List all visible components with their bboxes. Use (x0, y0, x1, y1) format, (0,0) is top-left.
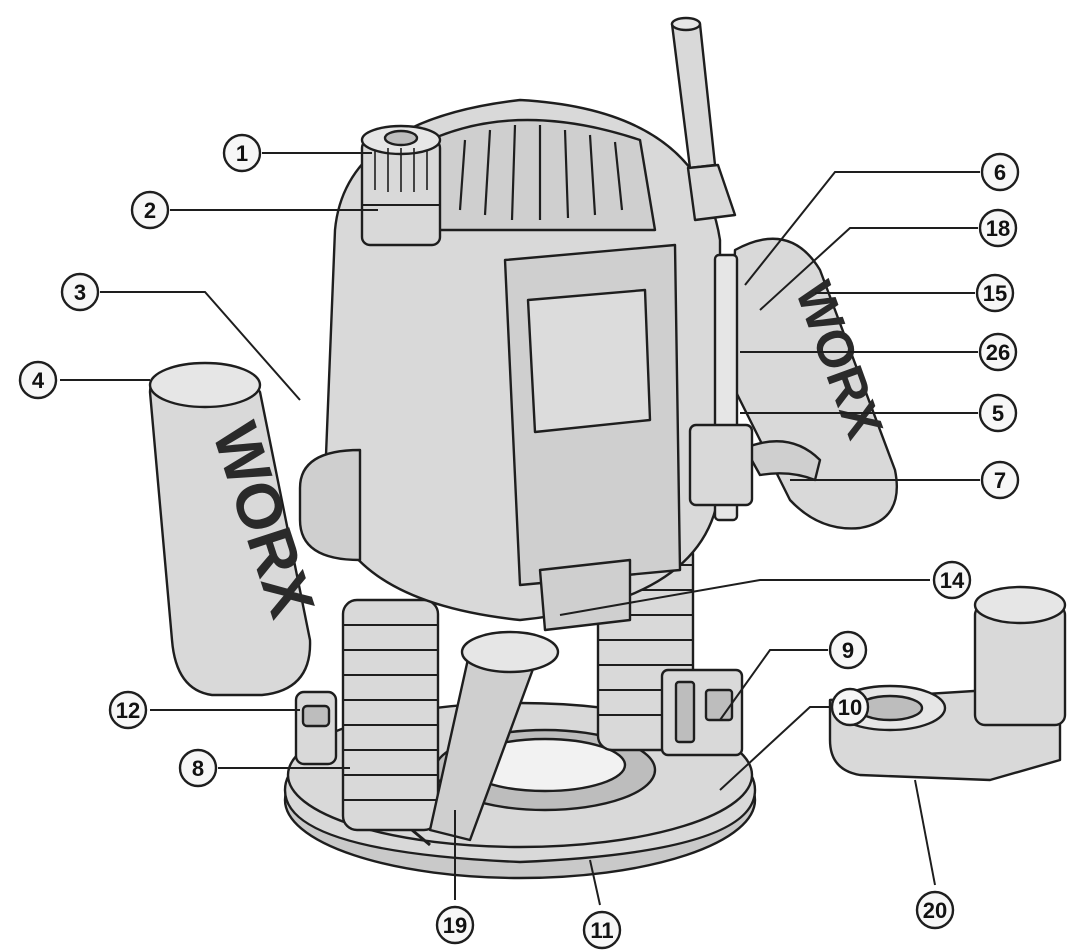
callout-4: 4 (18, 360, 58, 400)
callout-label: 4 (32, 368, 45, 393)
callout-circle (975, 273, 1015, 313)
callout-label: 10 (838, 695, 862, 720)
callout-label: 8 (192, 756, 204, 781)
depth-stop-turret (660, 668, 744, 757)
callout-8: 8 (178, 748, 218, 788)
callout-label: 18 (986, 216, 1010, 241)
callout-3: 3 (60, 272, 100, 312)
callout-label: 11 (590, 918, 613, 943)
callout-circle (828, 630, 868, 670)
callout-circle (108, 690, 148, 730)
column-spring-left (341, 598, 440, 832)
router-illustration: WORX WORX (148, 16, 1067, 880)
depth-knob (360, 124, 442, 247)
callout-label: 7 (994, 468, 1006, 493)
depth-rod (688, 253, 754, 522)
callout-circle (582, 910, 622, 950)
callout-label: 26 (986, 340, 1010, 365)
callout-label: 9 (842, 638, 854, 663)
callout-circle (978, 332, 1018, 372)
callout-10: 10 (830, 687, 870, 727)
callout-label: 14 (940, 568, 965, 593)
callout-label: 20 (923, 898, 947, 923)
callout-26: 26 (978, 332, 1018, 372)
leader-lines (60, 152, 980, 906)
callout-circle (978, 393, 1018, 433)
callout-20: 20 (915, 890, 955, 930)
callout-circle (18, 360, 58, 400)
callout-7: 7 (980, 460, 1020, 500)
callout-label: 5 (992, 401, 1004, 426)
callout-14: 14 (932, 560, 972, 600)
dust-adapter (828, 585, 1067, 782)
callout-label: 1 (236, 141, 248, 166)
callout-1: 1 (222, 133, 262, 173)
callout-5: 5 (978, 393, 1018, 433)
callout-label: 6 (994, 160, 1006, 185)
callout-18: 18 (978, 208, 1018, 248)
callout-label: 15 (983, 281, 1007, 306)
callout-circle (60, 272, 100, 312)
callout-12: 12 (108, 690, 148, 730)
callout-circle (932, 560, 972, 600)
callout-circle (915, 890, 955, 930)
callout-15: 15 (975, 273, 1015, 313)
callout-circle (978, 208, 1018, 248)
callout-circle (178, 748, 218, 788)
callout-9: 9 (828, 630, 868, 670)
base-knob-left (294, 690, 338, 766)
power-cord (670, 16, 737, 222)
callout-circle (130, 190, 170, 230)
callout-circle (830, 687, 870, 727)
right-handle: WORX (728, 237, 898, 530)
callout-circle (222, 133, 262, 173)
callout-label: 2 (144, 198, 156, 223)
callout-6: 6 (980, 152, 1020, 192)
callout-19: 19 (435, 905, 475, 945)
adapter-arm (428, 630, 560, 842)
callout-2: 2 (130, 190, 170, 230)
callout-circle (435, 905, 475, 945)
callout-label: 12 (116, 698, 140, 723)
callout-label: 19 (443, 913, 467, 938)
callout-circle (980, 152, 1020, 192)
callout-11: 11 (582, 910, 622, 950)
callout-label: 3 (74, 280, 86, 305)
callout-circle (980, 460, 1020, 500)
